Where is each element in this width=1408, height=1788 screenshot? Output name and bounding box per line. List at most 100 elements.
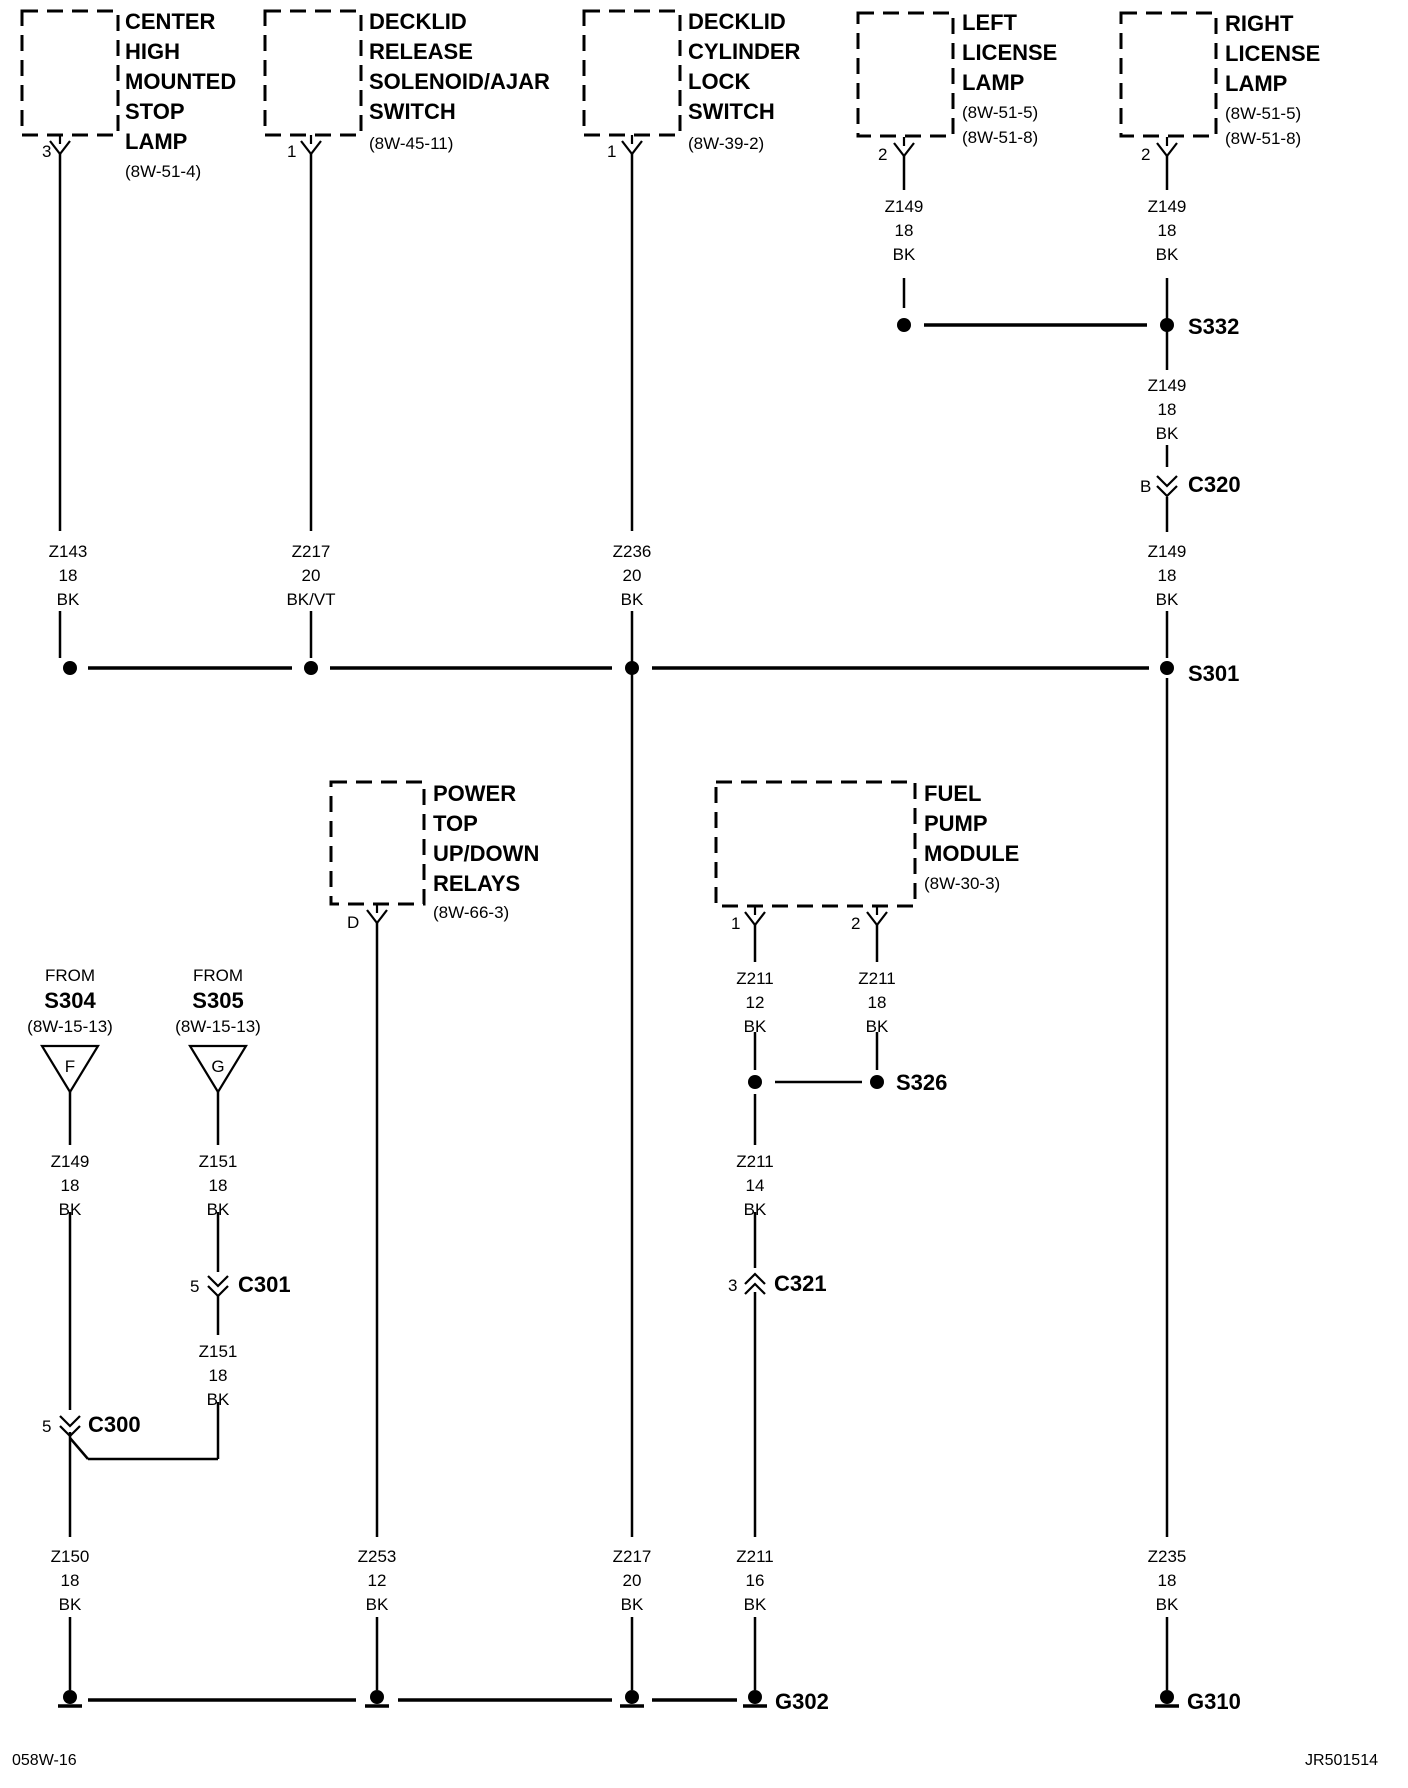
- component-ref: (8W-51-5): [962, 103, 1038, 122]
- wire-gauge: 18: [895, 221, 914, 240]
- wire-gauge: 18: [1158, 400, 1177, 419]
- wire-label: Z211 14 BK: [736, 1152, 774, 1219]
- wire-label: Z236 20 BK: [613, 542, 652, 609]
- from-s304-reference: FROM S304 (8W-15-13) F: [27, 966, 113, 1095]
- wire-segment: [69, 1437, 89, 1460]
- pin-number: 2: [851, 914, 860, 933]
- connector-c320: B C320: [1140, 472, 1241, 498]
- wire-label: Z149 18 BK: [51, 1152, 90, 1219]
- ground-dot: [1160, 1690, 1174, 1704]
- wire-label: Z217 20 BK/VT: [286, 542, 335, 609]
- connector-pin-icon: [893, 137, 915, 158]
- pin-number: 1: [731, 914, 740, 933]
- wire-circuit: Z217: [613, 1547, 652, 1566]
- wire-circuit: Z151: [199, 1342, 238, 1361]
- connector-pin-icon: [366, 904, 388, 925]
- off-page-letter: F: [65, 1057, 75, 1076]
- splice-dot: [1160, 661, 1174, 675]
- ground-g302: G302: [743, 1689, 829, 1714]
- wire-gauge: 20: [623, 1571, 642, 1590]
- wire-gauge: 18: [1158, 221, 1177, 240]
- from-label: FROM: [193, 966, 243, 985]
- splice-dot: [304, 661, 318, 675]
- connector-label: C300: [88, 1412, 141, 1437]
- splice-dot: [63, 661, 77, 675]
- wire-circuit: Z211: [736, 1152, 774, 1171]
- connector-c301: 5 C301: [190, 1272, 291, 1298]
- splice-label: S326: [896, 1070, 947, 1095]
- component-label-line: CENTER: [125, 9, 216, 34]
- wire-circuit: Z211: [858, 969, 896, 988]
- connector-label: C301: [238, 1272, 291, 1297]
- component-label-line: RIGHT: [1225, 11, 1294, 36]
- wire-color: BK: [59, 1200, 82, 1219]
- component-label-line: DECKLID: [688, 9, 786, 34]
- wire-circuit: Z150: [51, 1547, 90, 1566]
- splice-label: S301: [1188, 661, 1239, 686]
- component-label-line: LAMP: [962, 70, 1024, 95]
- wire-label: Z217 20 BK: [613, 1547, 652, 1614]
- wire-color: BK/VT: [286, 590, 335, 609]
- wire-color: BK: [1156, 590, 1179, 609]
- component-center-high-mounted-stop-lamp: CENTER HIGH MOUNTED STOP LAMP (8W-51-4) …: [20, 9, 236, 181]
- wire-gauge: 16: [746, 1571, 765, 1590]
- inline-connector-icon: [59, 1415, 81, 1438]
- component-label-line: TOP: [433, 811, 478, 836]
- component-label-line: LAMP: [1225, 71, 1287, 96]
- component-power-top-relays: POWER TOP UP/DOWN RELAYS (8W-66-3) D: [329, 780, 539, 932]
- component-decklid-cylinder-lock-switch: DECKLID CYLINDER LOCK SWITCH (8W-39-2) 1: [582, 9, 801, 161]
- wire-gauge: 18: [1158, 1571, 1177, 1590]
- wire-gauge: 18: [59, 566, 78, 585]
- wire-gauge: 20: [623, 566, 642, 585]
- off-page-connector-icon: [40, 1044, 100, 1095]
- wire-circuit: Z253: [358, 1547, 397, 1566]
- component-label-line: MOUNTED: [125, 69, 236, 94]
- from-ref: (8W-15-13): [175, 1017, 261, 1036]
- wire-label: Z149 18 BK: [1148, 542, 1187, 609]
- off-page-letter: G: [211, 1057, 224, 1076]
- connector-pin-icon: [866, 906, 888, 927]
- wire-color: BK: [1156, 1595, 1179, 1614]
- wire-circuit: Z149: [1148, 542, 1187, 561]
- ground-dot: [63, 1690, 77, 1704]
- component-label-line: HIGH: [125, 39, 180, 64]
- component-label-line: LICENSE: [962, 40, 1057, 65]
- connector-c300: 5 C300: [42, 1412, 141, 1438]
- splice-dot: [897, 318, 911, 332]
- connector-c321: 3 C321: [728, 1271, 827, 1296]
- connector-label: C320: [1188, 472, 1241, 497]
- wire-circuit: Z149: [51, 1152, 90, 1171]
- wire-circuit: Z151: [199, 1152, 238, 1171]
- connector-pin-icon: [621, 135, 643, 156]
- ground-g310: G310: [1155, 1689, 1241, 1714]
- wire-color: BK: [621, 590, 644, 609]
- component-label-line: LAMP: [125, 129, 187, 154]
- wire-circuit: Z149: [1148, 376, 1187, 395]
- component-label-line: FUEL: [924, 781, 981, 806]
- footer-figure-code: JR501514: [1305, 1752, 1378, 1769]
- component-label-line: LICENSE: [1225, 41, 1320, 66]
- ground-point: [620, 1690, 644, 1708]
- wire-label: Z143 18 BK: [49, 542, 88, 609]
- wire-label: Z211 18 BK: [858, 969, 896, 1036]
- wire-circuit: Z149: [885, 197, 924, 216]
- component-label-line: CYLINDER: [688, 39, 801, 64]
- wire-gauge: 18: [209, 1176, 228, 1195]
- splice-label: S332: [1188, 314, 1239, 339]
- inline-connector-icon: [1156, 475, 1178, 498]
- wire-gauge: 18: [1158, 566, 1177, 585]
- wire-circuit: Z211: [736, 969, 774, 988]
- component-label-line: RELEASE: [369, 39, 473, 64]
- component-label-line: LEFT: [962, 10, 1018, 35]
- ground-dot: [748, 1690, 762, 1704]
- wire-color: BK: [744, 1595, 767, 1614]
- component-ref: (8W-39-2): [688, 134, 764, 153]
- pin-number: 1: [287, 142, 296, 161]
- component-label-line: STOP: [125, 99, 185, 124]
- component-label-line: SWITCH: [369, 99, 456, 124]
- wire-gauge: 12: [746, 993, 765, 1012]
- connector-label: C321: [774, 1271, 827, 1296]
- ground-point: [58, 1690, 82, 1708]
- inline-connector-icon: [744, 1272, 766, 1295]
